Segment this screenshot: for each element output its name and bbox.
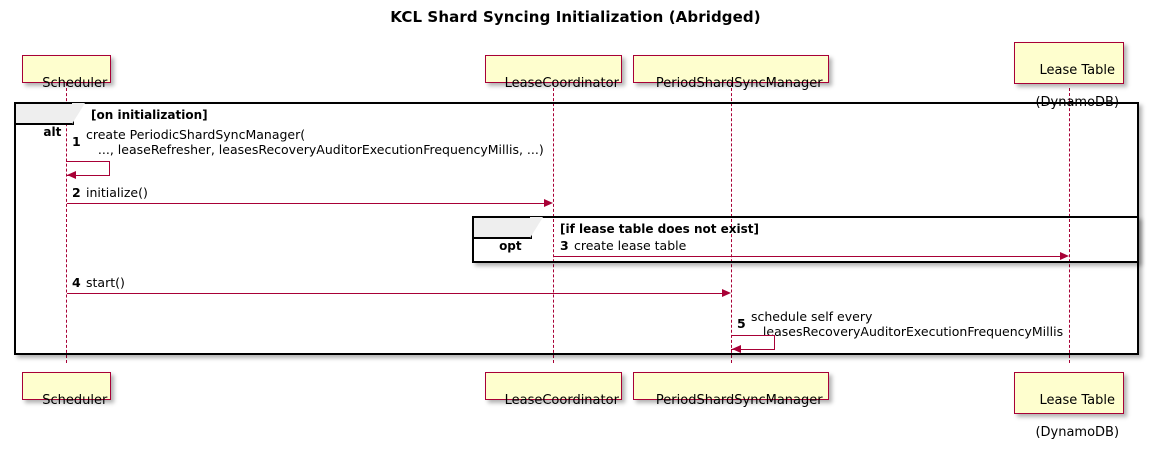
message-2-number: 2 [72,185,81,200]
group-frame-opt [472,216,1139,263]
message-3-line[interactable] [554,256,1061,257]
participant-period-shard-sync-manager-bottom[interactable]: PeriodShardSyncManager [633,372,829,408]
lifeline-scheduler [66,83,67,363]
group-tab-alt: alt [16,103,85,139]
participant-scheduler-bottom[interactable]: Scheduler [22,372,111,408]
page-title: KCL Shard Syncing Initialization (Abridg… [390,8,761,26]
message-4-label: start() [86,275,125,290]
group-tab-opt: opt [474,217,543,253]
message-1-number: 1 [72,134,81,149]
participant-scheduler-top[interactable]: Scheduler [22,55,111,91]
participant-label-line1: Lease Table [1039,63,1116,78]
participant-lease-table-bottom[interactable]: Lease Table (DynamoDB) [1014,372,1124,440]
message-4-number: 4 [72,275,81,290]
participant-label-line2: (DynamoDB) [1035,425,1120,440]
group-tab-label: opt [499,239,522,253]
participant-label: PeriodShardSyncManager [655,76,823,91]
message-2-label: initialize() [86,185,148,200]
participant-label: Scheduler [42,76,108,91]
message-1-self-loop[interactable] [66,161,110,176]
lifeline-period-shard-sync-manager [731,83,732,363]
message-5-label-line1: schedule self every [751,309,873,324]
message-3-arrowhead [1060,252,1069,260]
message-4-line[interactable] [67,293,723,294]
group-condition-opt: [if lease table does not exist] [560,222,760,236]
message-5-label-line2: leasesRecoveryAuditorExecutionFrequencyM… [751,324,1064,339]
sequence-diagram-canvas: KCL Shard Syncing Initialization (Abridg… [14,8,1139,440]
participant-lease-coordinator-bottom[interactable]: LeaseCoordinator [485,372,622,408]
message-5-arrowhead [732,345,741,353]
lifeline-lease-coordinator [553,83,554,363]
participant-label: Scheduler [42,393,108,408]
participant-label: PeriodShardSyncManager [655,393,823,408]
lifeline-lease-table [1069,88,1070,363]
message-1-arrowhead [67,171,76,179]
participant-label: LeaseCoordinator [504,76,619,91]
message-3-number: 3 [560,238,569,253]
message-5-number: 5 [737,316,746,331]
message-1-label-line2: ..., leaseRefresher, leasesRecoveryAudit… [86,142,544,157]
message-2-line[interactable] [67,203,545,204]
participant-lease-table-top[interactable]: Lease Table (DynamoDB) [1014,42,1124,110]
participant-label: LeaseCoordinator [504,393,619,408]
message-2-arrowhead [544,199,553,207]
message-4-arrowhead [722,289,731,297]
participant-period-shard-sync-manager-top[interactable]: PeriodShardSyncManager [633,55,829,91]
message-5-self-loop[interactable] [731,335,775,350]
message-1-label-line1: create PeriodicShardSyncManager( [86,127,306,142]
group-condition-alt: [on initialization] [91,108,208,122]
group-tab-label: alt [43,125,62,139]
participant-lease-coordinator-top[interactable]: LeaseCoordinator [485,55,622,91]
message-3-label: create lease table [574,238,687,253]
participant-label-line1: Lease Table [1039,393,1116,408]
